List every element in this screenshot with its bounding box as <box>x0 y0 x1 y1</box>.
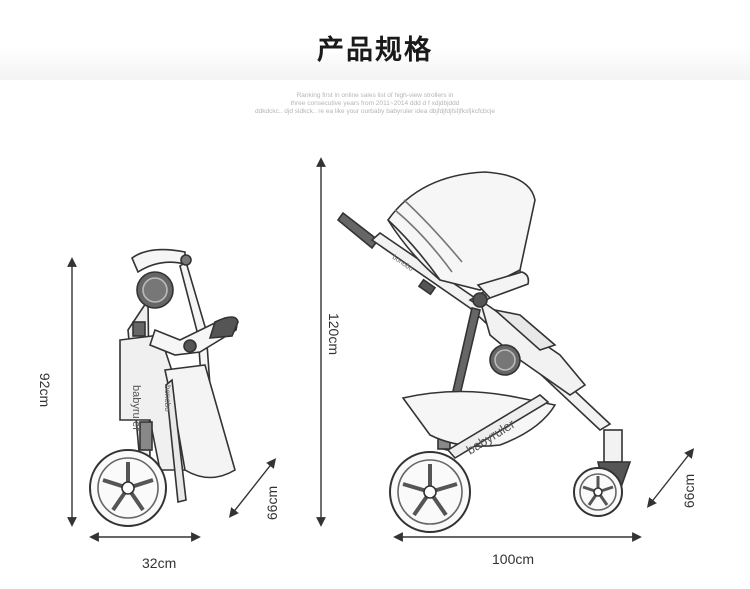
armrest <box>476 271 530 299</box>
folded-canopy <box>131 248 186 274</box>
folded-seat-text: bonobo <box>163 385 172 412</box>
folded-depth-label: 66cm <box>264 485 281 521</box>
open-height-label: 120cm <box>326 312 343 356</box>
open-stroller <box>336 171 632 533</box>
open-depth-arrow <box>646 448 695 508</box>
folded-brand-text: babyruler <box>130 385 142 431</box>
front-fork <box>603 429 623 463</box>
handle-grip <box>336 211 380 250</box>
seat <box>478 298 587 396</box>
folded-depth-arrow <box>228 458 277 518</box>
subtitle-line-1: Ranking first in online sales list of hi… <box>296 92 454 99</box>
folded-stroller <box>89 248 239 527</box>
subtitle-line-2: three consecutive years from 2011~2014 d… <box>290 100 460 107</box>
page-title: 产品规格 <box>317 35 433 66</box>
header-band <box>0 0 750 80</box>
folded-rear-leg <box>165 378 187 504</box>
folded-height-label: 92cm <box>37 372 54 408</box>
folded-width-label: 32cm <box>142 555 177 571</box>
open-length-label: 100cm <box>492 551 535 567</box>
lower-frame <box>446 394 550 460</box>
open-depth-label: 66cm <box>681 473 698 509</box>
subtitle-line-3: ddkdckc.. djd sldkck.. re ea like your o… <box>255 108 495 115</box>
